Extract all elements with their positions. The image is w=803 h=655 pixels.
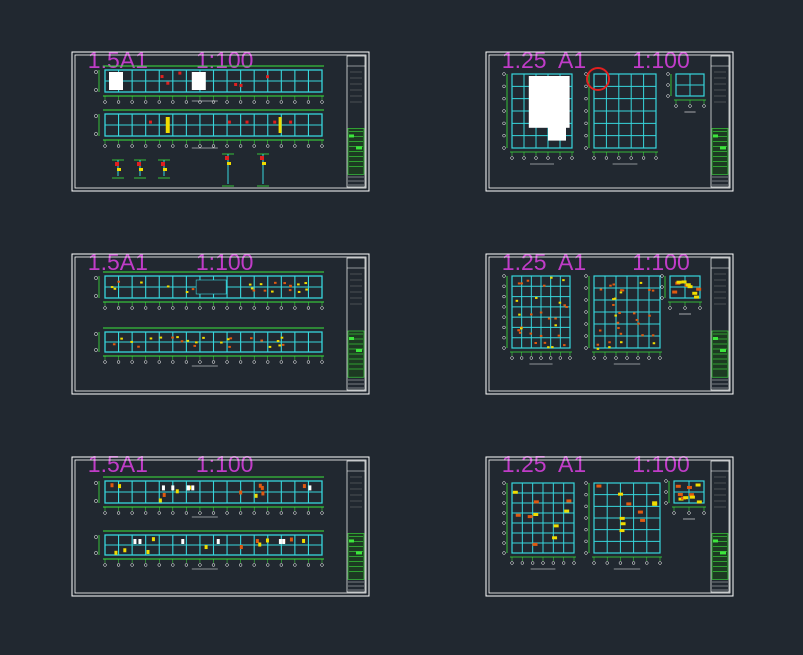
sheet-6-drawing[interactable] [485,456,734,597]
sheet-3-drawing[interactable] [71,253,370,395]
sheet-5-drawing[interactable] [71,456,370,597]
sheet-4-drawing[interactable] [485,253,734,395]
sheet-2-size: 1.25 A1 [501,47,587,73]
sheet-2-label: 1.25 A1 1:100 [489,26,690,72]
sheet-3-size: 1.5A1 [87,249,148,275]
sheet-5-label: 1.5A1 1:100 [75,430,254,477]
sheet-4-label: 1.25 A1 1:100 [489,228,690,274]
sheet-1-drawing[interactable] [71,51,370,192]
sheet-3-scale: 1:100 [195,249,254,275]
sheet-5-scale: 1:100 [195,451,254,477]
sheet-4-scale: 1:100 [632,249,690,275]
sheet-2-drawing[interactable] [485,51,734,192]
sheet-6-label: 1.25 A1 1:100 [489,430,690,476]
sheet-4-size: 1.25 A1 [501,249,587,275]
sheet-5-size: 1.5A1 [87,451,148,477]
sheet-6-scale: 1:100 [632,451,690,477]
sheet-2-scale: 1:100 [632,47,690,73]
sheet-6-size: 1.25 A1 [501,451,587,477]
revision-cloud-icon [586,67,610,91]
sheet-3-label: 1.5A1 1:100 [75,228,254,275]
